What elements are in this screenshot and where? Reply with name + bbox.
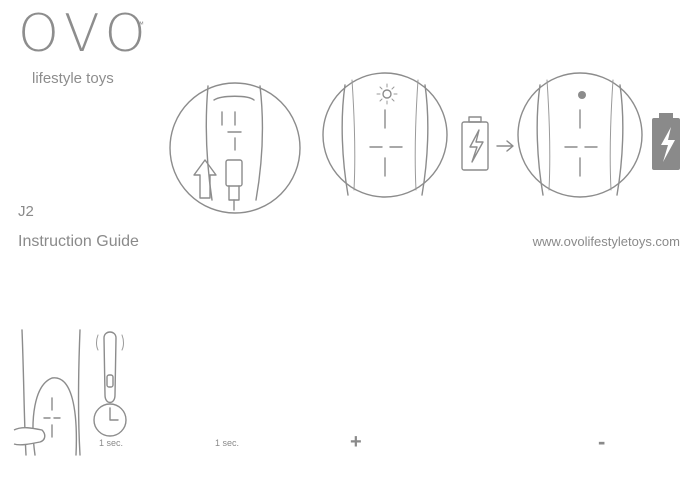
charging-light-illustration: [322, 72, 448, 198]
brand-logo: OVO ™ lifestyle toys: [18, 4, 158, 88]
arrow-up-icon: [193, 159, 217, 199]
intensity-minus-symbol: -: [598, 429, 606, 454]
charging-plug-illustration: [169, 82, 301, 214]
document-title: Instruction Guide: [18, 233, 139, 250]
website-link[interactable]: www.ovolifestyletoys.com: [532, 234, 680, 249]
logo-trademark: ™: [136, 20, 144, 29]
model-name: J2: [18, 203, 34, 220]
battery-full-icon: [652, 113, 680, 170]
battery-charging-icon: [461, 116, 489, 171]
intensity-plus-symbol: +: [350, 431, 362, 453]
arrow-right-icon: [496, 140, 514, 152]
logo-wordmark: OVO: [18, 4, 152, 64]
logo-tagline: lifestyle toys: [32, 70, 114, 87]
caption-one-second-2: 1 sec.: [215, 438, 240, 448]
device-vibrate-icon-1: [93, 331, 127, 437]
caption-one-second-1: 1 sec.: [99, 438, 124, 448]
sun-icon: [376, 83, 398, 105]
fully-charged-illustration: [517, 72, 643, 198]
power-button-panel-1: [13, 329, 81, 456]
indicator-light-icon: [578, 91, 586, 99]
